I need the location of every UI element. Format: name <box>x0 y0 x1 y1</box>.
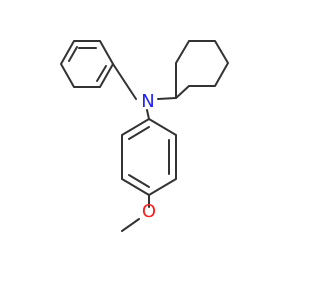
oxygen-atom-label: O <box>142 201 156 222</box>
anisole-ring <box>121 118 177 196</box>
bond-lines <box>60 40 229 232</box>
molecule-structure: N O <box>60 40 229 232</box>
nitrogen-atom-label: N <box>141 91 154 112</box>
cyclohexyl-ring-correction <box>175 40 229 99</box>
phenyl-nitrogen-bond <box>112 63 137 100</box>
anisole-double-bond-1 <box>128 126 150 140</box>
cyclohexyl-nitrogen-bond <box>157 97 177 100</box>
methoxy-bond <box>121 218 140 232</box>
phenyl-double-bond-2 <box>96 65 107 82</box>
anisole-double-bond-3 <box>128 174 150 188</box>
phenyl-double-bond-3 <box>68 46 78 62</box>
nitrogen-anisole-bond <box>146 109 150 120</box>
structure-canvas: N O <box>60 40 229 232</box>
